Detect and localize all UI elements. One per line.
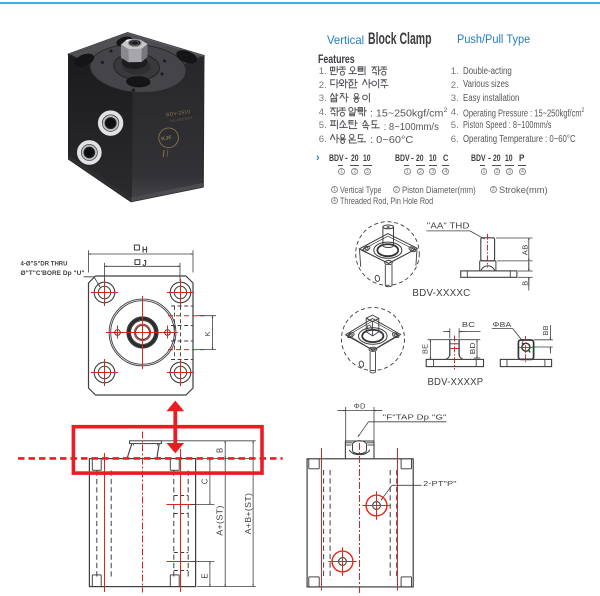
svg-text:BB: BB [541,325,550,335]
svg-text:"F"TAP Dp "G": "F"TAP Dp "G" [383,413,447,422]
svg-text:KJF: KJF [161,135,172,142]
svg-text:2-PT"P": 2-PT"P" [423,479,457,488]
svg-text:BDV-XXXXC: BDV-XXXXC [412,288,470,299]
svg-text:BD: BD [468,342,477,354]
svg-text:ΦBA: ΦBA [493,320,513,329]
svg-text:H: H [142,246,148,255]
svg-text:4-Ø"S"DR THRU: 4-Ø"S"DR THRU [21,260,68,267]
svg-text:Ø"T"C'BORE Dp "U": Ø"T"C'BORE Dp "U" [21,270,85,277]
svg-text:B: B [216,447,225,453]
svg-text:AB: AB [520,244,529,255]
svg-text:A+B+(ST): A+B+(ST) [244,493,253,535]
svg-text:No. AG01005: No. AG01005 [170,116,193,123]
svg-text:BDV-XXXXP: BDV-XXXXP [428,377,484,388]
svg-text:B: B [520,280,529,285]
svg-text:"AA" THD: "AA" THD [427,222,470,231]
svg-text:C: C [201,478,210,484]
svg-text:ΦD: ΦD [354,401,366,410]
svg-text:E: E [201,573,210,579]
svg-text:BC: BC [462,320,476,329]
svg-text:A+(ST): A+(ST) [216,505,225,536]
svg-text:BE: BE [420,344,429,354]
svg-text:BDV-2510: BDV-2510 [166,109,191,118]
svg-text:K: K [203,331,212,336]
svg-text:J: J [142,259,147,268]
